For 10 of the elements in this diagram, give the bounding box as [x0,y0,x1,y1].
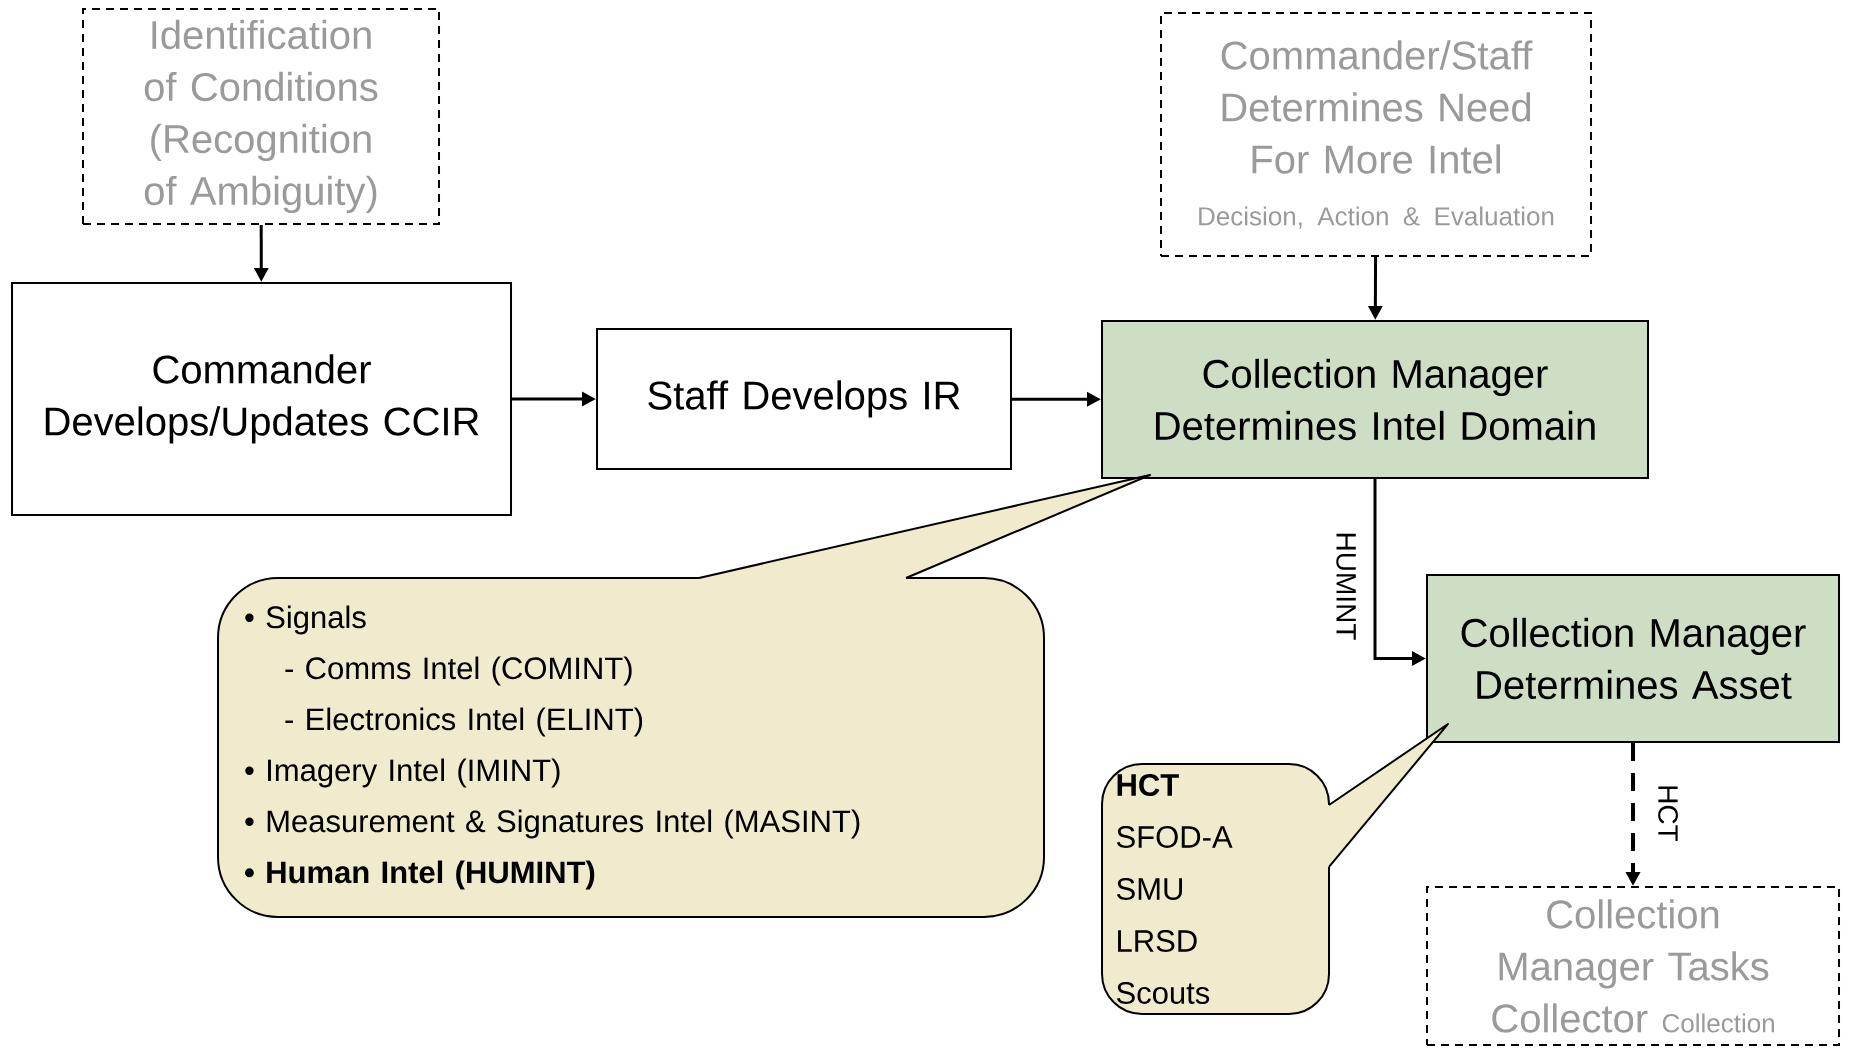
process-box: Collection Manager Tasks Collector Collection [1426,886,1840,1046]
process-box: Staff Develops IR [596,328,1012,470]
process-box: Collection Manager Determines Intel Domain [1101,320,1649,479]
process-box: Collection Manager Determines Asset [1426,574,1840,743]
edge-label: HUMINT [1336,533,1356,640]
process-box: Commander/Staff Determines Need For More Intel Decision, Action & Evaluation [1160,12,1592,257]
edge-label: HCT [1658,786,1678,842]
callout-box: HCT SFOD-A SMU LRSD Scouts [1101,723,1449,1015]
process-box: Commander Develops/Updates CCIR [11,282,512,516]
process-box: Identification of Conditions (Recognition of Ambiguity) [82,8,440,225]
